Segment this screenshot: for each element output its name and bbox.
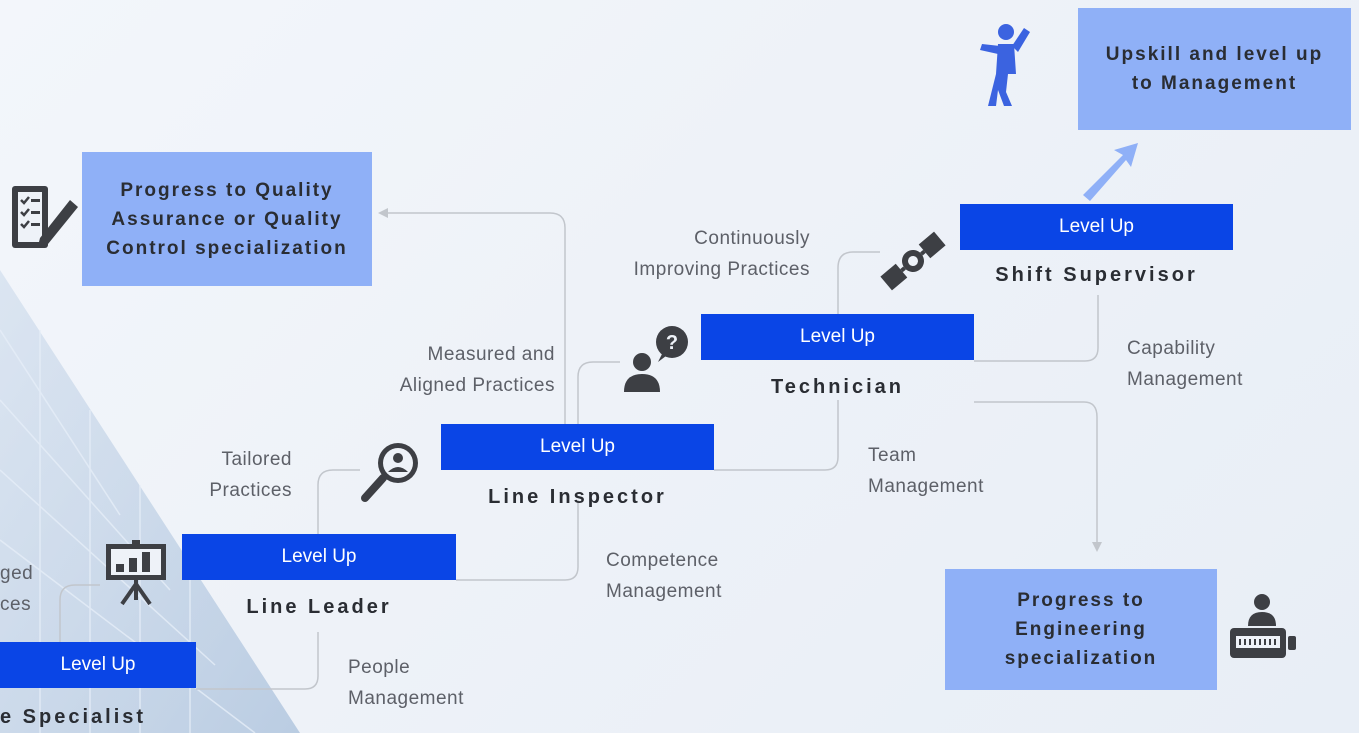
- jumping-person-icon: [980, 24, 1030, 106]
- level-up-button-shift-supervisor: Level Up: [960, 204, 1233, 250]
- management-note-competence: Competence Management: [606, 550, 722, 602]
- magnifier-person-icon: [361, 443, 418, 502]
- level-up-button-technician: Level Up: [701, 314, 974, 360]
- person-at-computer-icon: [1230, 594, 1296, 658]
- role-technician: Technician: [771, 376, 904, 398]
- management-note-people: People Management: [348, 657, 464, 709]
- presentation-board-icon: [106, 540, 166, 606]
- practice-note-tailored: Tailored Practices: [209, 449, 292, 501]
- person-question-icon: ?: [624, 326, 688, 392]
- role-line-inspector: Line Inspector: [488, 486, 667, 508]
- level-up-button-line-leader: Level Up: [182, 534, 456, 580]
- destination-management-text: Upskill and level up to Management: [1105, 44, 1324, 94]
- svg-text:?: ?: [666, 332, 678, 354]
- level-up-button-line-inspector: Level Up: [441, 424, 714, 470]
- level-up-button-specialist: Level Up: [0, 642, 196, 688]
- destination-engineering-text: Progress to Engineering specialization: [1004, 590, 1158, 669]
- destination-quality-text: Progress to Quality Assurance or Quality…: [106, 179, 348, 259]
- practice-note-specialist: ged ces: [0, 563, 34, 615]
- checklist-pen-icon: [12, 186, 78, 248]
- destination-management-box: Upskill and level up to Management: [1078, 8, 1351, 130]
- management-note-team: Team Management: [868, 445, 984, 497]
- satellite-icon: [880, 231, 946, 291]
- practice-note-measured: Measured and Aligned Practices: [399, 344, 555, 396]
- role-shift-supervisor: Shift Supervisor: [995, 264, 1198, 286]
- destination-quality-box: Progress to Quality Assurance or Quality…: [82, 152, 372, 286]
- destination-engineering-box: Progress to Engineering specialization: [945, 569, 1217, 690]
- practice-note-continuous: Continuously Improving Practices: [633, 228, 810, 280]
- management-note-capability: Capability Management: [1127, 338, 1243, 390]
- role-line-leader: Line Leader: [246, 596, 392, 618]
- role-specialist: e Specialist: [0, 706, 147, 728]
